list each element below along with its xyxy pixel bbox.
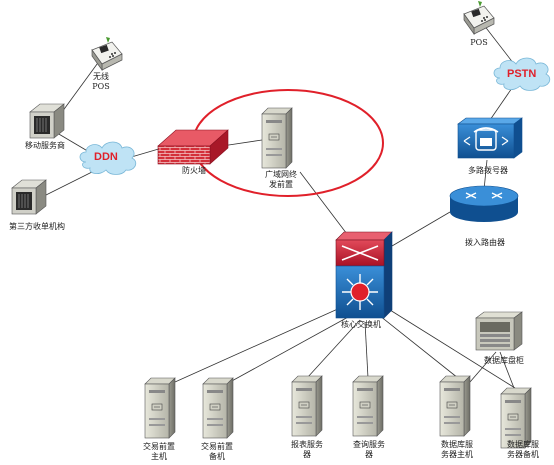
- label-wan-front: 广域网终 发前置: [265, 170, 297, 189]
- link-core-query: [364, 321, 369, 379]
- db-server-backup-icon: [500, 387, 532, 449]
- label-db-array: 数据库盘柜: [484, 356, 524, 365]
- link-ddn-thirdparty: [43, 169, 97, 197]
- label-report-server: 报表服务 器: [291, 440, 323, 459]
- trade-front-main-icon: [144, 377, 176, 439]
- label-firewall: 防火墙: [182, 166, 206, 175]
- mobile-provider-icon: [29, 103, 65, 139]
- link-core-dbbackup: [389, 309, 516, 389]
- pos-top-icon: [463, 0, 495, 35]
- core-switch-icon: [335, 231, 393, 319]
- link-pstn-dialer: [489, 87, 513, 121]
- query-server-icon: [352, 375, 384, 437]
- label-db-server-main: 数据库服 务器主机: [441, 440, 473, 459]
- connection-lines: [43, 19, 516, 389]
- link-dialer-router: [483, 159, 488, 191]
- label-pos-top: POS: [470, 38, 488, 47]
- label-multi-dialer: 多路拨号器: [468, 166, 508, 175]
- link-firewall-wan: [221, 139, 263, 147]
- trade-front-backup-icon: [202, 377, 234, 439]
- third-party-icon: [11, 179, 47, 215]
- label-pstn: PSTN: [507, 68, 537, 80]
- label-trade-front-backup: 交易前置 备机: [201, 442, 233, 461]
- db-server-main-icon: [439, 375, 471, 437]
- label-db-server-backup: 数据库服 务器备机: [507, 440, 539, 459]
- link-dbarray-dbbackup: [499, 351, 515, 389]
- label-ddn: DDN: [94, 151, 118, 163]
- link-core-tradefront-main: [174, 307, 341, 383]
- label-trade-front-main: 交易前置 主机: [143, 442, 175, 461]
- label-query-server: 查询服务 器: [353, 440, 385, 459]
- label-pos-wireless: 无线 POS: [92, 72, 110, 91]
- label-third-party: 第三方收单机构: [9, 222, 65, 231]
- link-pos-mobile: [61, 59, 101, 113]
- firewall-icon: [157, 129, 229, 165]
- link-dbarray-dbmain: [469, 351, 497, 383]
- link-router-core: [391, 211, 451, 247]
- label-mobile-provider: 移动服务商: [25, 141, 65, 150]
- label-core-switch: 核心交换机: [341, 320, 381, 329]
- link-core-tradefront-backup: [229, 315, 351, 383]
- link-wan-core: [299, 171, 351, 239]
- wan-front-server-icon: [261, 107, 293, 169]
- multi-dialer-icon: [457, 117, 523, 159]
- link-core-report: [306, 319, 361, 379]
- label-dial-router: 拨入路由器: [465, 238, 505, 247]
- link-core-dbmain: [379, 315, 459, 379]
- db-array-icon: [475, 311, 523, 351]
- dial-router-icon: [449, 185, 519, 222]
- report-server-icon: [291, 375, 323, 437]
